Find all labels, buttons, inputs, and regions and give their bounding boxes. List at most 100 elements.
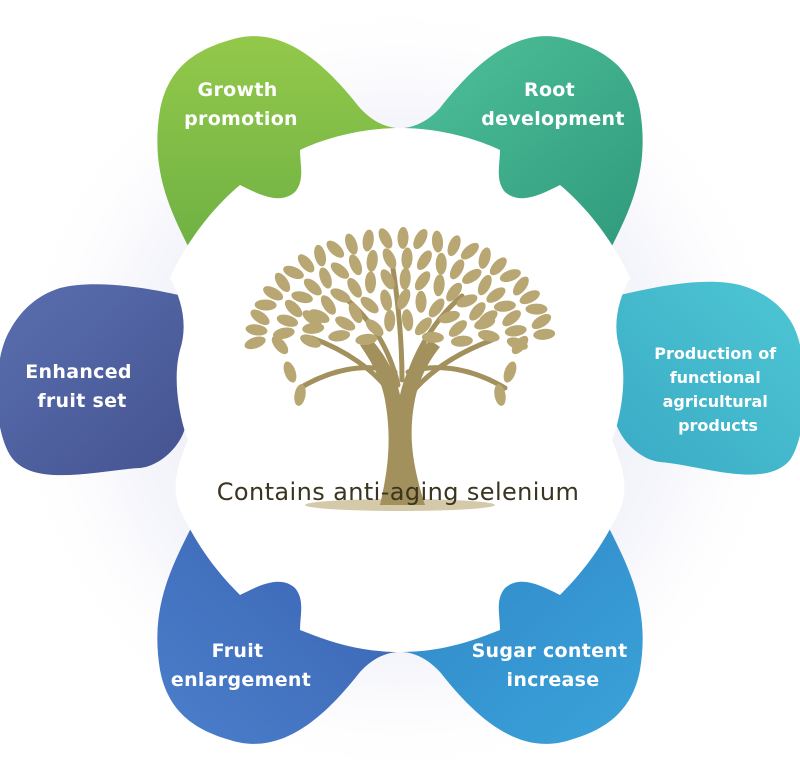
tree-leaf bbox=[271, 335, 289, 355]
tree-leaf bbox=[347, 277, 362, 298]
tree-leaf bbox=[272, 327, 295, 340]
tree-leaf bbox=[300, 334, 321, 348]
tree-leaf bbox=[450, 335, 473, 347]
tree-leaf bbox=[478, 247, 491, 269]
tree-leaf bbox=[276, 314, 299, 327]
petal-label-sugar: Sugar content increase bbox=[472, 640, 635, 691]
tree-leaf bbox=[335, 316, 356, 331]
tree-leaf bbox=[502, 310, 521, 327]
tree-leaf bbox=[355, 333, 378, 346]
tree-leaf bbox=[330, 288, 351, 303]
tree-leaf bbox=[360, 296, 379, 314]
tree-leaf bbox=[309, 309, 330, 323]
petal-fruit-set bbox=[0, 284, 200, 476]
tree-branch bbox=[407, 337, 495, 398]
tree-leaf bbox=[486, 287, 506, 303]
tree-leaf bbox=[446, 282, 463, 302]
tree-leaf bbox=[348, 254, 363, 276]
tree-leaf bbox=[469, 302, 486, 321]
petal-label-growth: Growth promotion bbox=[184, 79, 298, 130]
tree-leaf bbox=[250, 309, 270, 326]
tree-leaf bbox=[525, 303, 548, 315]
tree-leaf bbox=[328, 330, 351, 342]
tree-leaf bbox=[448, 320, 467, 337]
tree-leaf bbox=[428, 298, 445, 318]
tree-leaf bbox=[519, 290, 540, 305]
tree-leaf bbox=[380, 289, 392, 312]
tree-leaf bbox=[294, 384, 306, 406]
tree-leaf bbox=[362, 229, 374, 252]
tree-leaf bbox=[449, 259, 465, 280]
tree-icon bbox=[244, 226, 556, 511]
tree-leaf bbox=[431, 230, 444, 253]
tree-leaf bbox=[447, 235, 461, 257]
tree-leaf bbox=[314, 244, 327, 267]
tree-leaf bbox=[416, 250, 432, 270]
tree-leaf bbox=[533, 328, 556, 340]
tree-leaf bbox=[283, 265, 304, 280]
petal-label-root: Root development bbox=[481, 79, 625, 130]
tree-leaf bbox=[494, 384, 506, 406]
tree-leaf bbox=[435, 252, 447, 275]
tree-leaf bbox=[384, 309, 396, 332]
tree-branch bbox=[309, 335, 395, 398]
tree-leaf bbox=[397, 288, 411, 310]
tree-leaf bbox=[433, 274, 445, 297]
tree-leaf bbox=[460, 242, 479, 260]
tree-leaf bbox=[401, 309, 414, 332]
tree-leaf bbox=[462, 268, 482, 284]
tree-leaf bbox=[245, 324, 268, 336]
tree-leaf bbox=[291, 291, 313, 304]
tree-leaf bbox=[380, 269, 395, 290]
tree-leaf bbox=[284, 299, 303, 318]
tree-leaf bbox=[302, 310, 322, 326]
tree-leaf bbox=[330, 262, 350, 279]
tree-leaf bbox=[401, 247, 413, 270]
tree-leaf bbox=[244, 336, 266, 350]
tree-leaf bbox=[531, 313, 552, 330]
tree-leaf bbox=[489, 257, 507, 276]
tree-leaf bbox=[499, 269, 521, 283]
tree-leaf bbox=[297, 254, 315, 273]
center-disc bbox=[170, 128, 630, 652]
tree-leaf bbox=[503, 361, 517, 383]
tree-leaf bbox=[399, 267, 411, 290]
petal-label-functional: Production of functional agricultural pr… bbox=[654, 344, 782, 435]
tree-leaf bbox=[438, 310, 460, 324]
tree-leaf bbox=[456, 294, 478, 308]
tree-leaf bbox=[414, 271, 431, 291]
tree-leaf bbox=[512, 276, 529, 296]
tree-leaf bbox=[477, 274, 492, 296]
tree-leaf bbox=[382, 248, 397, 269]
tree-leaf bbox=[283, 361, 297, 383]
tree-leaf bbox=[319, 267, 332, 289]
tree-leaf bbox=[478, 310, 498, 326]
tree-leaf bbox=[511, 335, 529, 355]
petal-label-fruit-set: Enhanced fruit set bbox=[25, 361, 138, 412]
center-label: Contains anti-aging selenium bbox=[217, 478, 580, 506]
tree-leaf bbox=[504, 325, 527, 337]
petal-labels: Growth promotion Root development Produc… bbox=[25, 79, 782, 691]
tree-leaf bbox=[365, 319, 384, 337]
tree-leaf bbox=[364, 271, 377, 294]
tree-leaf bbox=[421, 331, 444, 343]
tree-leaf bbox=[366, 249, 378, 272]
tree-branch bbox=[389, 259, 405, 383]
tree-leaf bbox=[320, 295, 336, 315]
tree-branch bbox=[405, 365, 508, 391]
tree-leaf bbox=[263, 286, 284, 301]
petal-label-fruit-enlargement: Fruit enlargement bbox=[171, 640, 311, 691]
tree-leaf bbox=[413, 228, 428, 250]
tree-leaf bbox=[493, 300, 516, 312]
tree-leaf bbox=[397, 226, 409, 249]
tree-leaf bbox=[414, 317, 432, 336]
tree-leaf bbox=[274, 272, 291, 293]
tree-leaf bbox=[254, 299, 277, 311]
tree-leaf bbox=[415, 290, 427, 313]
tree-leaf bbox=[378, 228, 393, 249]
petal-functional bbox=[600, 281, 800, 475]
tree-leaf bbox=[303, 278, 322, 296]
tree-branch bbox=[297, 365, 398, 391]
tree-leaf bbox=[345, 233, 358, 255]
